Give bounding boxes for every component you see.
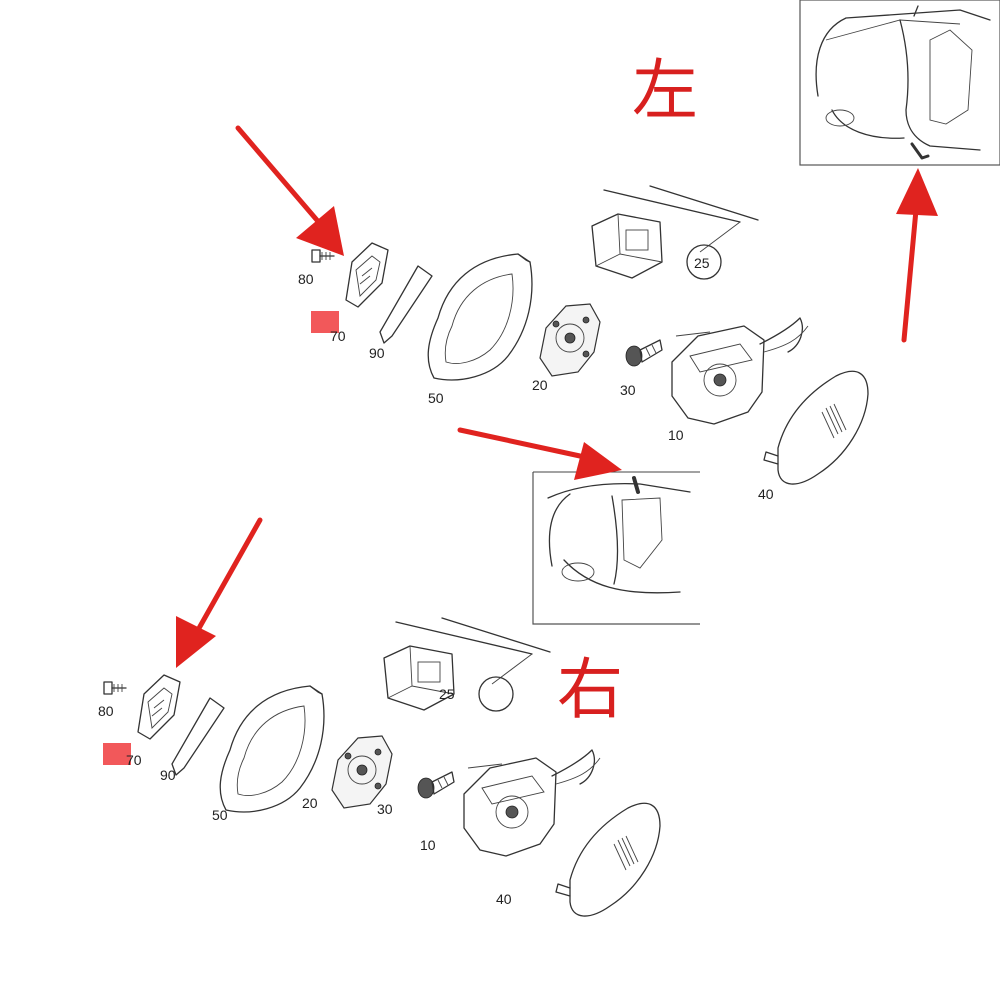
part-number-90: 90 [160,767,176,783]
left-side-label: 左 [632,52,698,129]
part-number-10: 10 [668,427,684,443]
part-number-40: 40 [758,486,774,502]
red-arrow-icon [896,168,938,343]
part-number-20: 20 [302,795,318,811]
part-number-25: 25 [439,686,455,702]
part-number-30: 30 [377,801,393,817]
right-side-label: 右 [557,651,623,728]
part-number-40: 40 [496,891,512,907]
car-inset-left-side [799,0,1000,166]
part-number-70: 70 [126,752,142,768]
red-arrow-icon [235,125,344,256]
part-number-70: 70 [330,328,346,344]
red-arrow-icon [176,517,263,668]
part-number-25: 25 [694,255,710,271]
left-mirror-assembly [310,185,869,485]
part-number-80: 80 [298,271,314,287]
part-number-30: 30 [620,382,636,398]
right-mirror-assembly [102,617,661,917]
car-inset-right-side [532,471,700,625]
part-number-50: 50 [212,807,228,823]
red-arrow-icon [457,427,622,480]
part-number-90: 90 [369,345,385,361]
part-number-10: 10 [420,837,436,853]
car-outline-icon [815,5,991,160]
part-number-50: 50 [428,390,444,406]
part-number-80: 80 [98,703,114,719]
car-outline-icon [547,476,691,594]
part-number-20: 20 [532,377,548,393]
